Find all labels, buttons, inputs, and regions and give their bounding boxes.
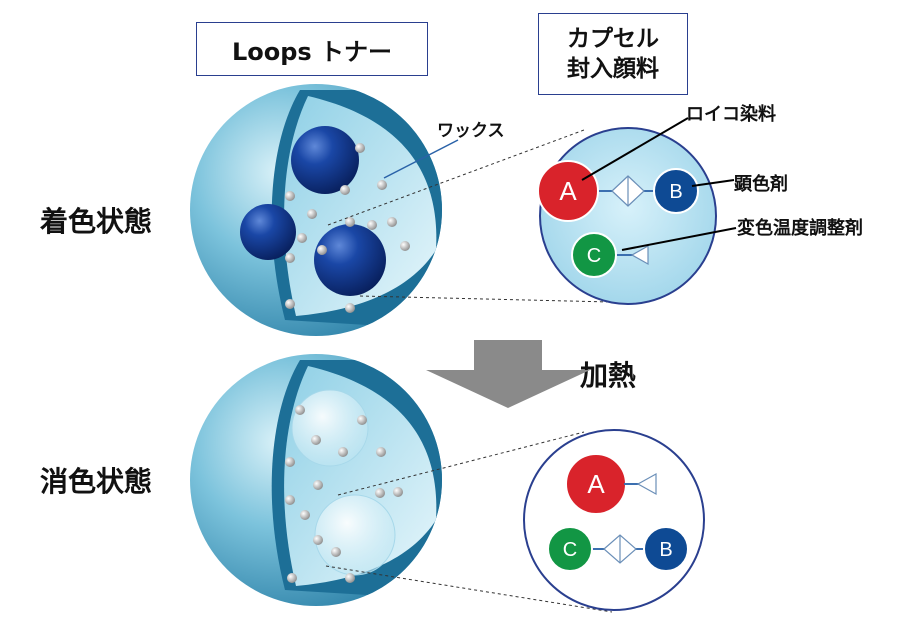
wax-particles <box>285 405 403 583</box>
molecule-b <box>653 168 699 214</box>
decolored-pigment <box>314 494 396 576</box>
molecule-a-label: A <box>587 469 605 499</box>
colored-state-label: 着色状態 <box>40 205 153 238</box>
wax-callout-line <box>383 139 459 179</box>
molecule-b-label: B <box>659 539 672 561</box>
wax-callout: ワックス <box>437 121 505 141</box>
toner-label: Loops トナー <box>231 37 393 66</box>
toner-particle-colored <box>190 84 442 336</box>
capsule-callout-lines <box>581 117 737 251</box>
wax-particles <box>285 143 410 313</box>
heating-arrow <box>426 340 590 408</box>
pigment-particle <box>240 204 296 260</box>
capsule-label-box: カプセル 封入顔料 <box>538 13 688 95</box>
molecule-b <box>643 526 689 572</box>
zoom-lines <box>325 129 613 613</box>
color-temp-modifier-callout: 変色温度調整剤 <box>737 218 863 239</box>
molecule-c-label: C <box>587 245 601 267</box>
heat-label: 加熱 <box>580 359 637 392</box>
molecule-b-label: B <box>669 181 682 203</box>
capsule-zoom-erased: A C B <box>523 429 705 611</box>
capsule-label-line2: 封入顔料 <box>567 56 659 82</box>
capsule-label-line1: カプセル <box>567 26 659 52</box>
molecule-a-label: A <box>559 176 577 206</box>
molecule-c-label: C <box>563 539 577 561</box>
decolored-pigment <box>291 389 369 467</box>
pigment-particle <box>314 224 386 296</box>
erased-state-label: 消色状態 <box>40 465 153 498</box>
molecule-c <box>547 526 593 572</box>
capsule-zoom-colored: A B C <box>537 117 737 305</box>
developer-callout: 顕色剤 <box>734 174 788 195</box>
leuco-dye-callout: ロイコ染料 <box>686 104 776 125</box>
molecule-a <box>537 160 599 222</box>
toner-label-box: Loops トナー <box>196 22 428 76</box>
pigment-particle <box>291 126 359 194</box>
toner-particle-erased <box>190 354 442 606</box>
molecule-c <box>571 232 617 278</box>
